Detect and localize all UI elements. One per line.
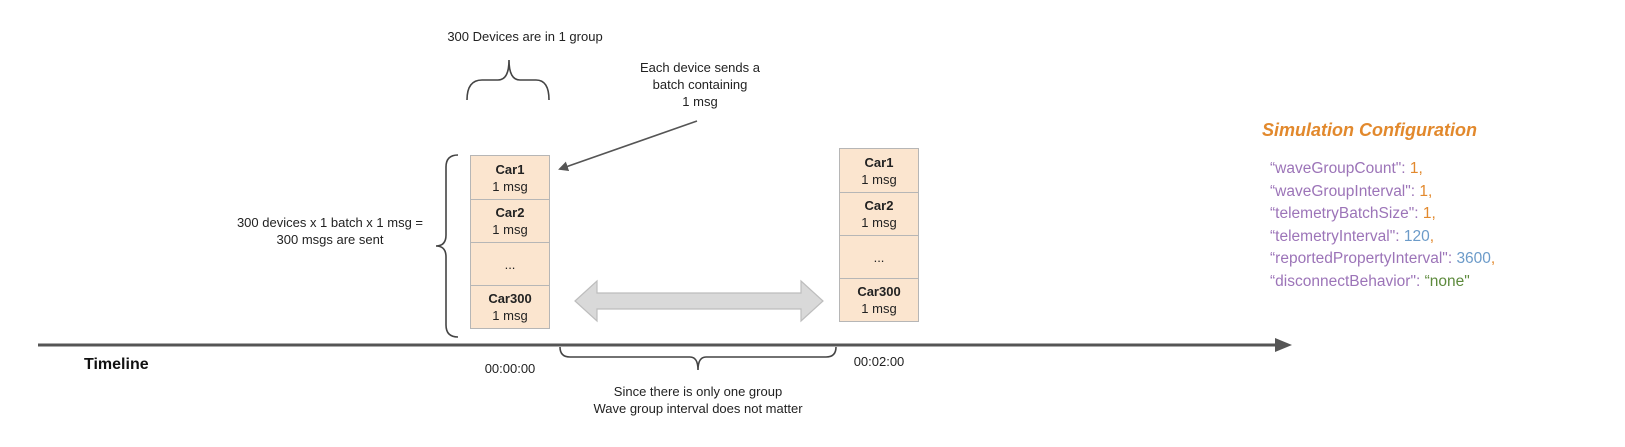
config-colon: :: [1401, 160, 1410, 177]
config-value: 1: [1422, 205, 1432, 222]
batch-note-line: batch containing: [652, 77, 748, 92]
config-colon: :: [1415, 272, 1425, 290]
device-ellipsis: ...: [873, 249, 885, 265]
device-name: Car300: [857, 284, 901, 299]
config-block: “waveGroupCount": 1, “waveGroupInterval"…: [1270, 158, 1495, 293]
config-key: “disconnectBehavior": [1270, 272, 1416, 290]
double-arrow: [574, 279, 824, 323]
config-key: “telemetryInterval": [1270, 227, 1396, 245]
config-colon: :: [1447, 250, 1457, 267]
group-label: 300 Devices are in 1 group: [447, 29, 603, 44]
config-trail: ,: [1431, 205, 1436, 222]
config-line: “reportedPropertyInterval": 3600,: [1270, 248, 1495, 271]
device-stack-first: Car1 1 msg Car2 1 msg ... Car300 1 msg: [470, 155, 550, 329]
device-name: Car1: [495, 161, 525, 177]
total-note: 300 devices x 1 batch x 1 msg = 300 msgs…: [225, 214, 435, 248]
config-value: 1: [1409, 160, 1419, 177]
config-value: “none": [1424, 272, 1470, 290]
device-msg: 1 msg: [861, 171, 897, 187]
device-name: Car2: [864, 198, 894, 213]
device-cell: Car300 1 msg: [840, 278, 918, 321]
config-colon: :: [1410, 182, 1420, 200]
device-msg: 1 msg: [861, 215, 897, 230]
config-trail: ,: [1418, 160, 1423, 177]
config-value: 3600: [1456, 250, 1491, 267]
config-value: 1: [1419, 182, 1429, 200]
config-line: “telemetryBatchSize": 1,: [1270, 203, 1495, 226]
device-cell: Car1 1 msg: [471, 156, 549, 199]
batch-note-line: 1 msg: [682, 94, 718, 109]
config-title: Simulation Configuration: [1262, 120, 1477, 140]
batch-pointer-arrow: [558, 120, 698, 172]
interval-note-line: Since there is only one group: [613, 384, 783, 399]
config-line: “waveGroupCount": 1,: [1270, 158, 1495, 181]
device-name: Car300: [488, 291, 532, 306]
total-brace: [435, 154, 459, 338]
device-name: Car1: [864, 154, 894, 170]
batch-note: Each device sends a batch containing 1 m…: [615, 59, 785, 110]
config-line: “disconnectBehavior": “none": [1270, 271, 1495, 294]
config-key: “waveGroupInterval": [1270, 182, 1411, 200]
device-cell: Car2 1 msg: [471, 199, 549, 242]
device-ellipsis: ...: [504, 256, 516, 272]
device-msg: 1 msg: [861, 301, 897, 316]
interval-note-line: Wave group interval does not matter: [593, 401, 803, 416]
batch-note-line: Each device sends a: [640, 60, 760, 75]
config-colon: :: [1395, 227, 1404, 245]
config-trail: ,: [1490, 250, 1496, 267]
device-cell: Car2 1 msg: [840, 192, 918, 235]
time-label-second: 00:02:00: [853, 354, 905, 369]
device-msg: 1 msg: [492, 308, 528, 323]
device-stack-second: Car1 1 msg Car2 1 msg ... Car300 1 msg: [839, 148, 919, 322]
interval-brace: [559, 346, 837, 371]
timeline-arrowhead: [1275, 338, 1292, 352]
config-trail: ,: [1429, 227, 1435, 245]
device-cell: ...: [471, 242, 549, 285]
device-cell: ...: [840, 235, 918, 278]
device-name: Car2: [495, 205, 525, 220]
config-trail: ,: [1428, 182, 1433, 200]
device-cell: Car1 1 msg: [840, 149, 918, 192]
device-cell: Car300 1 msg: [471, 285, 549, 328]
interval-note: Since there is only one group Wave group…: [560, 383, 836, 417]
device-msg: 1 msg: [492, 222, 528, 237]
total-note-line: 300 msgs are sent: [276, 232, 384, 247]
total-note-line: 300 devices x 1 batch x 1 msg =: [236, 215, 424, 230]
config-colon: :: [1414, 205, 1423, 222]
config-key: “waveGroupCount": [1270, 160, 1402, 177]
config-key: “telemetryBatchSize": [1270, 205, 1415, 222]
config-line: “telemetryInterval": 120,: [1270, 226, 1495, 249]
config-key: “reportedPropertyInterval": [1270, 250, 1448, 267]
time-label-start: 00:00:00: [484, 361, 536, 376]
group-brace: [466, 59, 550, 101]
timeline-label: Timeline: [84, 356, 149, 373]
config-value: 120: [1403, 227, 1430, 245]
device-msg: 1 msg: [492, 178, 528, 194]
config-line: “waveGroupInterval": 1,: [1270, 181, 1495, 204]
